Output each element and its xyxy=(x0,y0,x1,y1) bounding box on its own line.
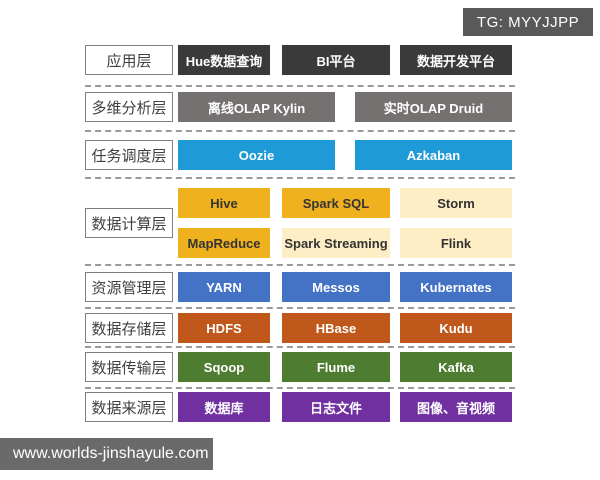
layer-separator-5 xyxy=(85,346,515,348)
node-task-scheduling-r0-c1: Azkaban xyxy=(355,140,512,170)
node-data-source-r0-c0: 数据库 xyxy=(178,392,270,422)
node-data-compute-r1-c2: Flink xyxy=(400,228,512,258)
node-olap-analysis-r0-c0: 离线OLAP Kylin xyxy=(178,92,335,122)
node-resource-management-r0-c2: Kubernates xyxy=(400,272,512,302)
layer-label-data-transport: 数据传输层 xyxy=(85,352,173,382)
node-data-compute-r0-c1: Spark SQL xyxy=(282,188,390,218)
layer-separator-3 xyxy=(85,264,515,266)
layer-separator-1 xyxy=(85,130,515,132)
layer-separator-2 xyxy=(85,177,515,179)
node-data-transport-r0-c0: Sqoop xyxy=(178,352,270,382)
layer-separator-6 xyxy=(85,387,515,389)
telegram-badge-label: TG: MYYJJPP xyxy=(476,13,580,31)
node-resource-management-r0-c0: YARN xyxy=(178,272,270,302)
telegram-badge: TG: MYYJJPP xyxy=(463,8,593,36)
node-data-compute-r1-c0: MapReduce xyxy=(178,228,270,258)
node-data-storage-r0-c0: HDFS xyxy=(178,313,270,343)
node-application-r0-c1: BI平台 xyxy=(282,45,390,75)
layer-label-data-source: 数据来源层 xyxy=(85,392,173,422)
node-data-transport-r0-c2: Kafka xyxy=(400,352,512,382)
node-data-storage-r0-c1: HBase xyxy=(282,313,390,343)
node-task-scheduling-r0-c0: Oozie xyxy=(178,140,335,170)
node-resource-management-r0-c1: Messos xyxy=(282,272,390,302)
node-data-compute-r1-c1: Spark Streaming xyxy=(282,228,390,258)
layer-label-resource-management: 资源管理层 xyxy=(85,272,173,302)
layer-separator-0 xyxy=(85,85,515,87)
layer-label-task-scheduling: 任务调度层 xyxy=(85,140,173,170)
node-application-r0-c2: 数据开发平台 xyxy=(400,45,512,75)
layer-label-application: 应用层 xyxy=(85,45,173,75)
node-application-r0-c0: Hue数据查询 xyxy=(178,45,270,75)
layer-label-data-storage: 数据存储层 xyxy=(85,313,173,343)
watermark-url: www.worlds-jinshayule.com xyxy=(13,445,209,462)
layer-label-data-compute: 数据计算层 xyxy=(85,208,173,238)
node-data-compute-r0-c0: Hive xyxy=(178,188,270,218)
node-data-source-r0-c1: 日志文件 xyxy=(282,392,390,422)
node-data-transport-r0-c1: Flume xyxy=(282,352,390,382)
node-data-source-r0-c2: 图像、音视频 xyxy=(400,392,512,422)
watermark-bar: www.worlds-jinshayule.com xyxy=(0,438,213,470)
node-data-storage-r0-c2: Kudu xyxy=(400,313,512,343)
node-olap-analysis-r0-c1: 实时OLAP Druid xyxy=(355,92,512,122)
layer-label-olap-analysis: 多维分析层 xyxy=(85,92,173,122)
layer-separator-4 xyxy=(85,307,515,309)
node-data-compute-r0-c2: Storm xyxy=(400,188,512,218)
